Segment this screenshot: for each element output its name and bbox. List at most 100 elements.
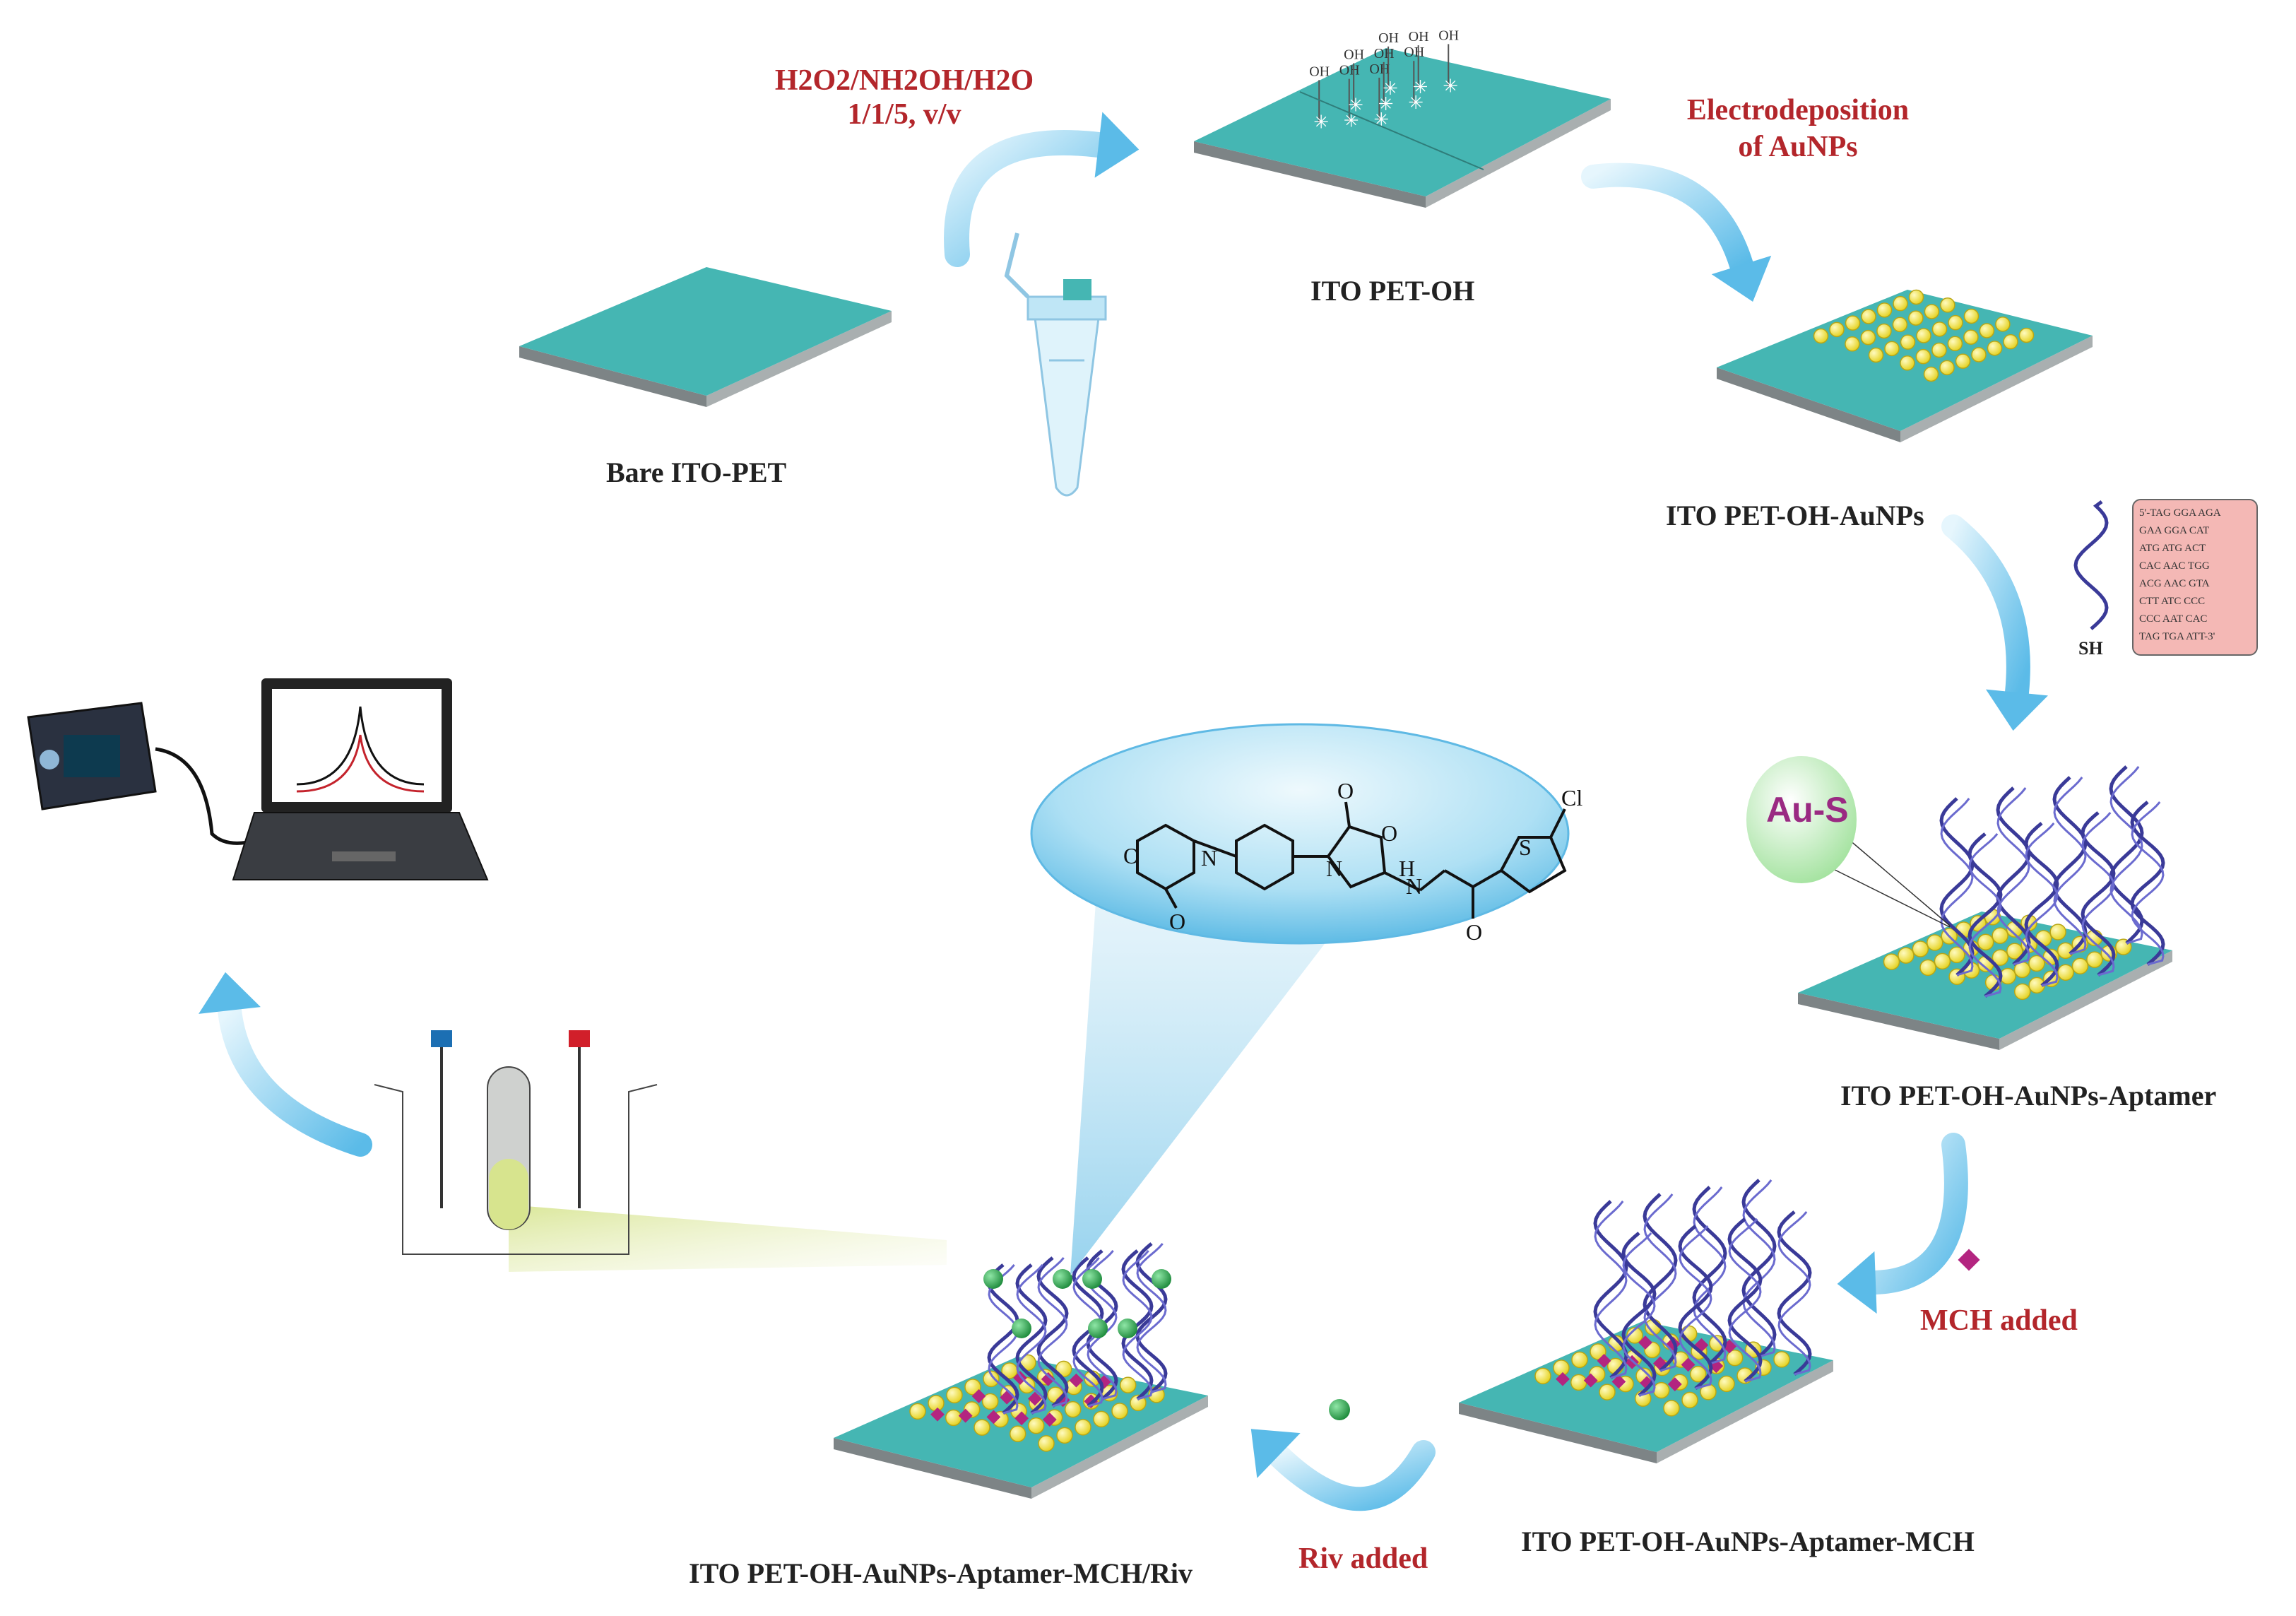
atom-label: O bbox=[1381, 820, 1397, 846]
arrow-head bbox=[1986, 689, 2048, 731]
gold-nanoparticle bbox=[928, 1395, 945, 1412]
arrow-body bbox=[1581, 163, 1753, 277]
oxazolidinone-ring bbox=[1326, 825, 1387, 889]
gold-nanoparticle bbox=[2014, 983, 2031, 1001]
gold-nanoparticle bbox=[1916, 328, 1931, 343]
plate-edge-front bbox=[834, 1438, 1031, 1499]
potentiostat-icon bbox=[27, 702, 255, 845]
dna-strand bbox=[2109, 766, 2143, 945]
riv-molecule bbox=[1053, 1269, 1072, 1289]
gold-nanoparticle bbox=[909, 1403, 926, 1420]
plate-edge-side bbox=[1657, 1360, 1833, 1463]
gold-nanoparticle bbox=[2018, 327, 2035, 343]
arrow-step2 bbox=[1581, 163, 1772, 302]
arrow-head bbox=[1250, 1429, 1301, 1478]
sequence-line: TAG TGA ATT-3' bbox=[2139, 631, 2215, 642]
electrodeposition-line-2: of AuNPs bbox=[1738, 131, 1858, 163]
potentiostat-knob bbox=[40, 750, 59, 769]
bond bbox=[1419, 869, 1446, 892]
plate-edge-front bbox=[1717, 367, 1900, 442]
oh-group-label: OH bbox=[1438, 28, 1459, 43]
gold-nanoparticle bbox=[1075, 1419, 1091, 1436]
gold-nanoparticle bbox=[964, 1379, 981, 1396]
gold-nanoparticle bbox=[1829, 322, 1845, 338]
dna-strand bbox=[1728, 1218, 1762, 1383]
dna-strand bbox=[2131, 801, 2165, 966]
oh-group-label: OH bbox=[1378, 30, 1399, 46]
gold-nanoparticle bbox=[1570, 1374, 1587, 1391]
gold-nanoparticle bbox=[981, 1393, 999, 1410]
mch-molecule bbox=[986, 1410, 1001, 1425]
beaker-outline bbox=[374, 1084, 658, 1255]
dna-strand bbox=[1693, 1186, 1727, 1365]
electrode-cap-blue bbox=[431, 1030, 452, 1047]
cable bbox=[155, 747, 255, 845]
gold-nanoparticle bbox=[1038, 1435, 1055, 1452]
gold-nanoparticle bbox=[1027, 1417, 1045, 1434]
oh-group-label: OH bbox=[1374, 46, 1395, 61]
oh-group-label: OH bbox=[1344, 47, 1364, 63]
plate-divider bbox=[1299, 91, 1484, 170]
gold-nanoparticle bbox=[1940, 297, 1955, 313]
arrow-step1 bbox=[944, 112, 1140, 267]
gold-nanoparticle bbox=[1908, 310, 1924, 326]
plate-edge-front bbox=[519, 346, 706, 407]
gold-nanoparticle bbox=[1947, 336, 1963, 352]
dna-strand bbox=[2081, 812, 2115, 977]
arrow-body bbox=[1941, 514, 2030, 704]
dna-strand bbox=[1594, 1201, 1628, 1379]
gold-nanoparticle bbox=[1553, 1360, 1570, 1376]
riv-particle bbox=[1329, 1399, 1350, 1420]
gold-nanoparticle bbox=[1689, 1365, 1707, 1383]
arrow-body bbox=[1267, 1440, 1436, 1511]
gold-nanoparticle bbox=[974, 1419, 990, 1436]
dna-strand bbox=[1679, 1225, 1712, 1390]
gold-nanoparticle bbox=[1663, 1400, 1680, 1417]
gold-nanoparticle bbox=[1726, 1349, 1744, 1367]
gold-nanoparticle bbox=[1883, 953, 1900, 970]
sequence-line: CAC AAC TGG bbox=[2139, 560, 2210, 572]
gold-nanoparticle bbox=[1971, 347, 1987, 362]
sequence-line: ATG ATG ACT bbox=[2139, 543, 2206, 554]
sequence-line: GAA GGA CAT bbox=[2139, 525, 2210, 536]
mch-molecule bbox=[1597, 1353, 1611, 1368]
bond bbox=[1472, 869, 1502, 888]
oh-group-label: OH bbox=[1369, 61, 1390, 77]
potentiostat-screen bbox=[64, 735, 120, 777]
treatment-line-2: 1/1/5, v/v bbox=[847, 98, 961, 131]
gold-nanoparticle bbox=[983, 1370, 1000, 1388]
mch-molecule bbox=[1625, 1355, 1640, 1369]
gold-nanoparticle bbox=[1681, 1391, 1698, 1409]
plate-ito-pet-oh-aunps bbox=[1717, 289, 2093, 442]
riv-molecule bbox=[1118, 1319, 1137, 1338]
voltammogram-curve bbox=[296, 706, 425, 786]
atom-label: H bbox=[1399, 856, 1415, 881]
mch-molecule bbox=[1667, 1377, 1682, 1391]
oh-star: ✳ bbox=[1413, 77, 1428, 98]
oh-group-label: OH bbox=[1404, 45, 1424, 60]
gold-nanoparticle bbox=[1893, 295, 1908, 312]
gold-nanoparticle bbox=[2057, 964, 2074, 981]
bond bbox=[1444, 869, 1474, 888]
oh-star: ✳ bbox=[1383, 78, 1398, 99]
dna-strand bbox=[2053, 777, 2087, 955]
gold-nanoparticle bbox=[1992, 949, 2009, 966]
electrode-cap-red bbox=[569, 1030, 590, 1047]
gold-nanoparticle bbox=[1773, 1351, 1790, 1368]
molecule-bubble bbox=[1030, 723, 1570, 945]
morpholinone-ring bbox=[1136, 823, 1195, 891]
gold-nanoparticle bbox=[1923, 366, 1939, 382]
plate-ito-pet-oh-aunps-aptamer-mch-riv bbox=[834, 1242, 1208, 1499]
gold-nanoparticle bbox=[1626, 1327, 1643, 1344]
mch-molecule bbox=[1014, 1411, 1029, 1426]
gold-nanoparticle bbox=[1884, 341, 1900, 357]
arrow-body bbox=[944, 130, 1111, 267]
gold-nanoparticle bbox=[1963, 308, 1980, 324]
dna-strand bbox=[1136, 1243, 1167, 1393]
atom-label: N bbox=[1326, 856, 1342, 881]
oh-group-label: OH bbox=[1309, 64, 1330, 79]
dna-strand bbox=[1742, 1179, 1776, 1358]
laptop-base bbox=[232, 812, 489, 880]
riv-added-label: Riv added bbox=[1298, 1543, 1428, 1575]
